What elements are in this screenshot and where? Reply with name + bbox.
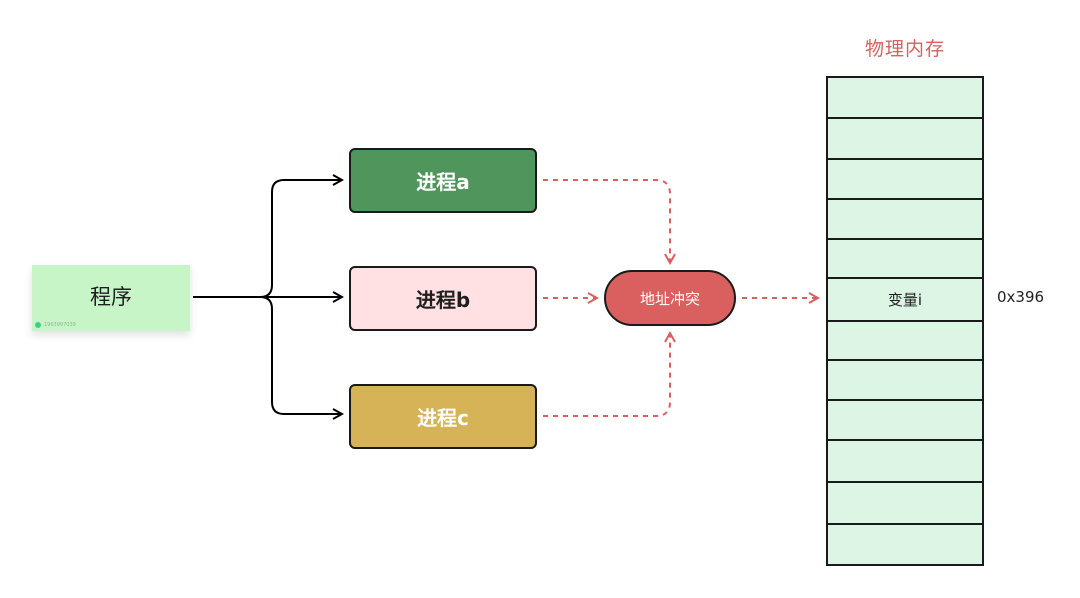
memory-cell (828, 200, 982, 240)
process-b-label: 进程b (415, 288, 471, 312)
process-a-box: 进程a (349, 148, 537, 213)
memory-cell-variable-i: 变量i (828, 279, 982, 322)
process-b-box: 进程b (349, 266, 537, 331)
physical-memory: 变量i (826, 76, 984, 566)
memory-cell (828, 525, 982, 564)
address-conflict-node: 地址冲突 (604, 270, 736, 326)
memory-title: 物理内存 (864, 38, 945, 60)
dashed-arrow-process-c-to-conflict (543, 333, 670, 417)
memory-cell (828, 78, 982, 119)
variable-address: 0x396 (997, 288, 1045, 306)
memory-cell (828, 119, 982, 160)
arrow-program-to-process-a (193, 180, 342, 298)
memory-cell (828, 483, 982, 525)
program-status-dot (35, 322, 41, 328)
memory-cell (828, 361, 982, 401)
memory-cell (828, 401, 982, 441)
arrow-program-to-process-c (259, 296, 342, 414)
program-note (32, 265, 190, 331)
dashed-arrow-process-a-to-conflict (543, 179, 670, 263)
memory-cell (828, 322, 982, 361)
memory-cell (828, 240, 982, 279)
process-a-label: 进程a (416, 170, 470, 194)
process-c-label: 进程c (417, 406, 469, 430)
process-c-box: 进程c (349, 384, 537, 449)
program-tag: 1963997039 (44, 322, 76, 328)
address-conflict-label: 地址冲突 (639, 289, 700, 308)
program-label: 程序 (90, 285, 132, 309)
memory-cell (828, 160, 982, 200)
memory-cell (828, 441, 982, 483)
